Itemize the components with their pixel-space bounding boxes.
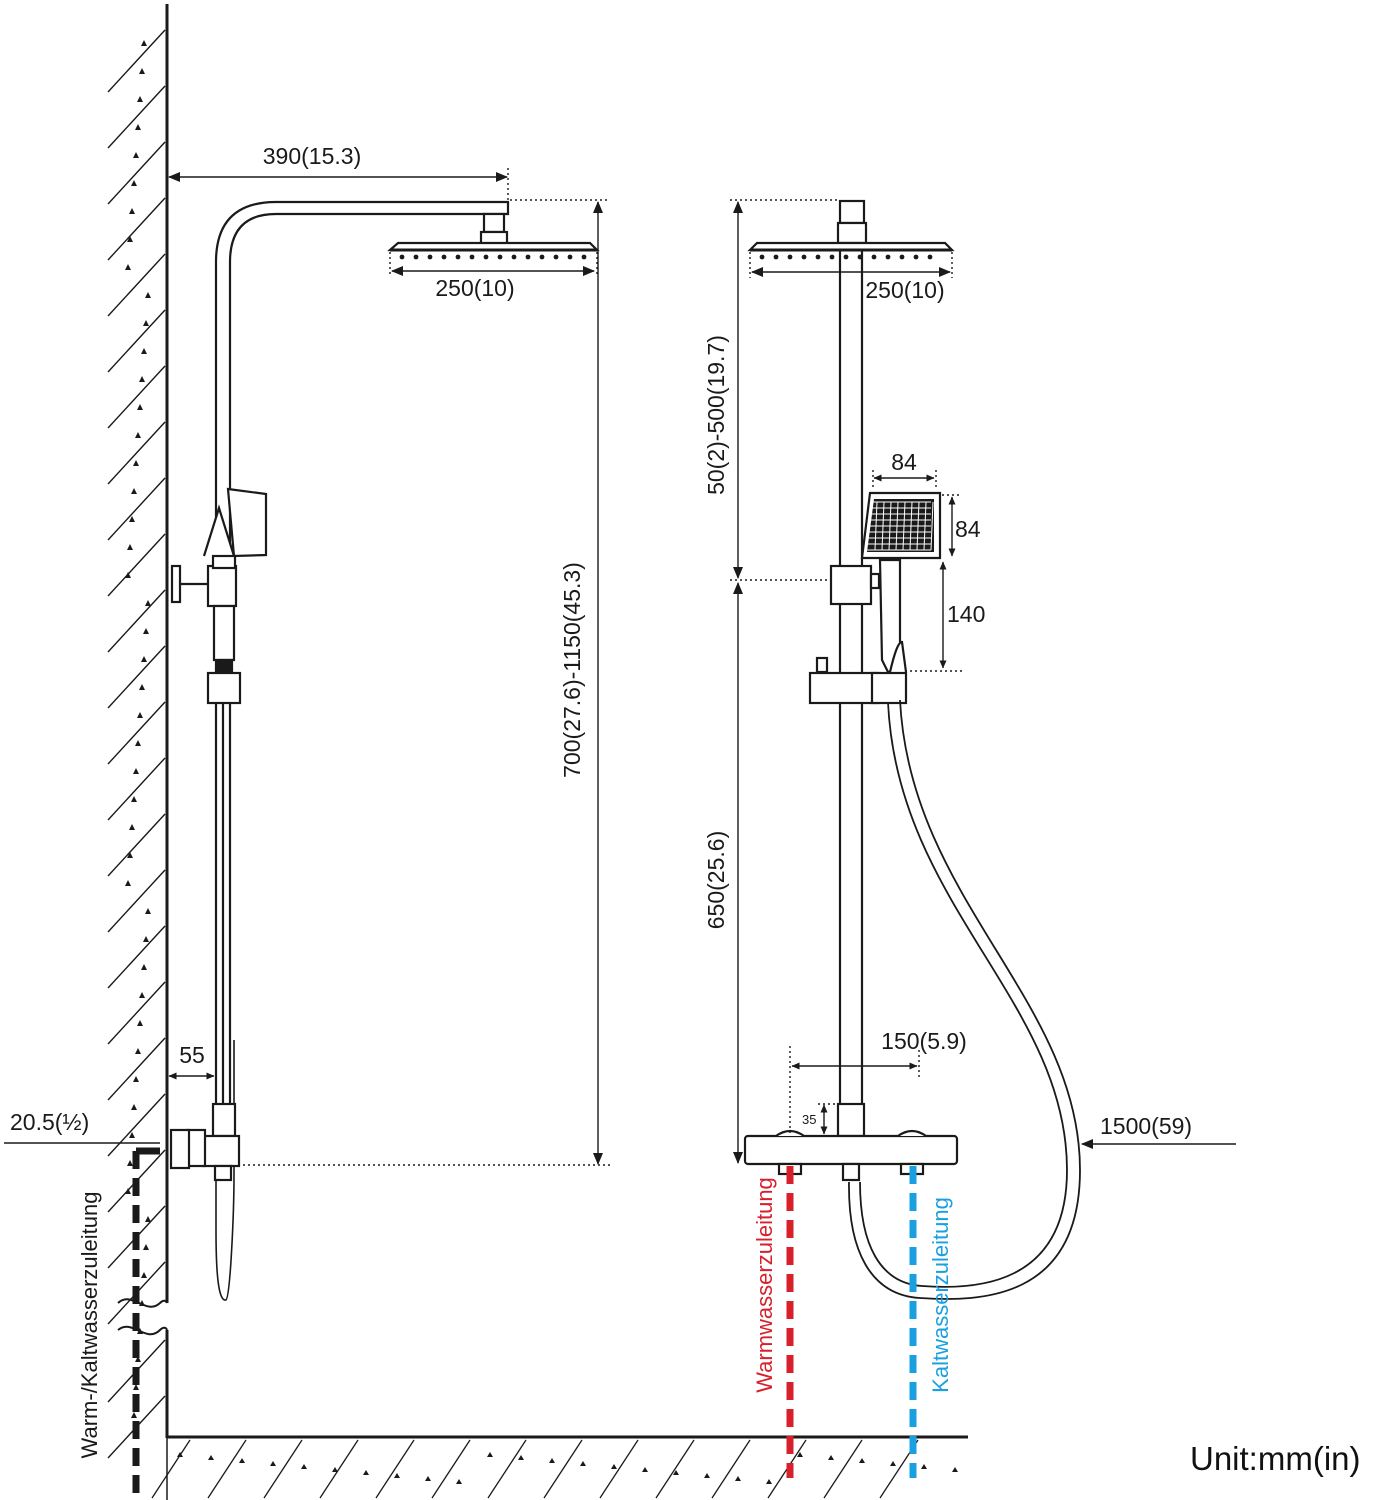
supply-pipes	[132, 1147, 917, 1498]
side-view-shower	[169, 200, 600, 1301]
dim-hand-height: 84	[955, 516, 981, 542]
dim-hand-width: 84	[891, 449, 917, 475]
dimension-lines	[4, 168, 1236, 1166]
dim-hand-handle: 140	[947, 601, 985, 627]
unit-label: Unit:mm(in)	[1190, 1440, 1361, 1477]
floor	[151, 1435, 968, 1500]
supply-labels: Warm-/Kaltwasserzuleitung Warmwasserzule…	[77, 1177, 953, 1458]
dim-wall-offset: 55	[179, 1042, 205, 1068]
label-warm-cold-supply: Warm-/Kaltwasserzuleitung	[77, 1192, 102, 1459]
label-warm-supply: Warmwasserzuleitung	[752, 1177, 777, 1393]
dim-inlet-spacing: 150(5.9)	[881, 1028, 967, 1054]
dim-rain-head-side: 250(10)	[435, 275, 514, 301]
dim-hose-length: 1500(59)	[1100, 1113, 1192, 1139]
dim-rain-head-front: 250(10)	[865, 277, 944, 303]
dim-arm-length: 390(15.3)	[263, 143, 361, 169]
dim-total-height: 700(27.6)-1150(45.3)	[559, 562, 585, 778]
dimension-labels: 390(15.3) 250(10) 700(27.6)-1150(45.3) 2…	[10, 143, 1192, 1139]
dim-inlet-size: 20.5(½)	[10, 1109, 89, 1135]
dim-upper-adjust: 50(2)-500(19.7)	[703, 335, 729, 495]
dim-lower-height: 650(25.6)	[703, 831, 729, 929]
front-view-shower	[743, 199, 1081, 1300]
dim-mixer-height: 35	[802, 1112, 816, 1127]
label-cold-supply: Kaltwasserzuleitung	[928, 1197, 953, 1393]
